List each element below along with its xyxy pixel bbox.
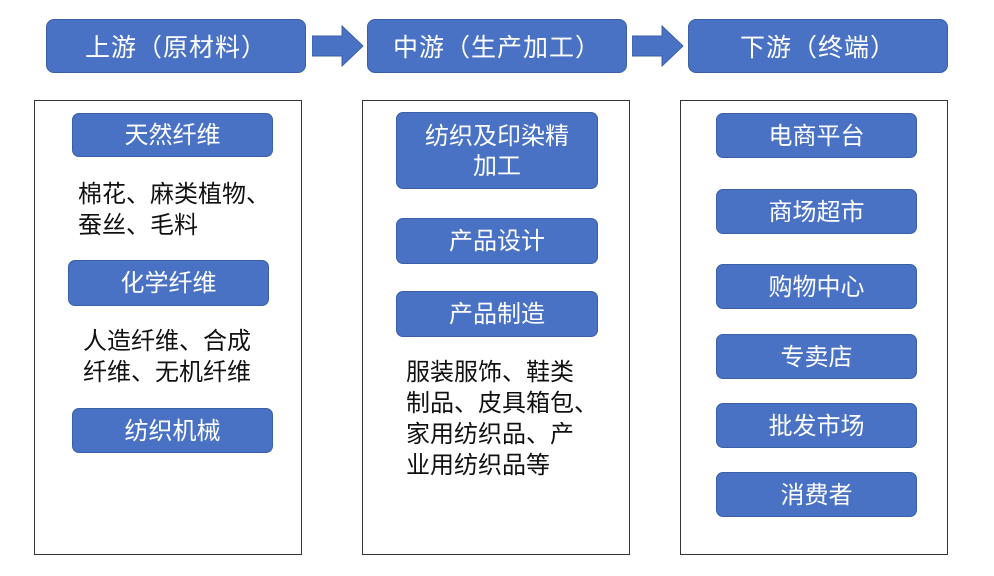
spinning-dyeing-box: 纺织及印染精 加工 <box>396 112 598 189</box>
stage-downstream-label: 下游（终端） <box>739 33 896 62</box>
wholesale-market-box: 批发市场 <box>716 403 917 448</box>
natural-fiber-label: 天然纤维 <box>124 121 221 149</box>
product-design-box: 产品设计 <box>396 218 598 264</box>
downstream-panel: 电商平台 商场超市 购物中心 专卖店 批发市场 消费者 <box>680 100 948 555</box>
description-line: 业用纺织品等 <box>406 451 550 479</box>
description-line: 人造纤维、合成 <box>83 327 251 355</box>
textile-machinery-box: 纺织机械 <box>72 408 273 453</box>
chemical-fiber-label: 化学纤维 <box>120 269 217 297</box>
arrow-right-icon <box>312 25 364 67</box>
product-design-label: 产品设计 <box>449 227 545 255</box>
consumer-box: 消费者 <box>716 472 917 517</box>
product-manufacturing-label: 产品制造 <box>449 300 545 328</box>
stage-upstream: 上游（原材料） <box>46 19 306 73</box>
downstream-item-label: 批发市场 <box>768 411 865 440</box>
description-line: 纤维、无机纤维 <box>83 358 251 386</box>
description-line: 家用纺织品、产 <box>406 420 574 448</box>
description-line: 棉花、麻类植物、 <box>78 180 270 208</box>
spinning-dyeing-label: 加工 <box>473 151 521 180</box>
midstream-panel: 纺织及印染精 加工 产品设计 产品制造 服装服饰、鞋类 制品、皮具箱包、 家用纺… <box>362 100 630 555</box>
textile-machinery-label: 纺织机械 <box>124 416 221 445</box>
description-line: 制品、皮具箱包、 <box>406 389 598 417</box>
ecommerce-platform-box: 电商平台 <box>716 113 917 158</box>
specialty-store-box: 专卖店 <box>716 334 917 379</box>
products-description: 服装服饰、鞋类 制品、皮具箱包、 家用纺织品、产 业用纺织品等 <box>406 357 598 481</box>
chemical-fiber-description: 人造纤维、合成 纤维、无机纤维 <box>83 326 251 388</box>
arrow-right-icon <box>632 25 684 67</box>
downstream-item-label: 购物中心 <box>768 272 865 301</box>
description-line: 蚕丝、毛料 <box>78 211 198 239</box>
natural-fiber-description: 棉花、麻类植物、 蚕丝、毛料 <box>78 179 270 241</box>
spinning-dyeing-label: 纺织及印染精 <box>425 121 569 150</box>
shopping-center-box: 购物中心 <box>716 264 917 309</box>
stage-downstream: 下游（终端） <box>688 19 948 73</box>
downstream-item-label: 专卖店 <box>780 342 853 371</box>
chemical-fiber-box: 化学纤维 <box>68 260 269 306</box>
stage-midstream: 中游（生产加工） <box>367 19 627 73</box>
product-manufacturing-box: 产品制造 <box>396 291 598 337</box>
downstream-item-label: 消费者 <box>780 480 853 509</box>
upstream-panel: 天然纤维 棉花、麻类植物、 蚕丝、毛料 化学纤维 人造纤维、合成 纤维、无机纤维… <box>34 100 302 555</box>
downstream-item-label: 电商平台 <box>768 121 865 150</box>
supermarket-box: 商场超市 <box>716 189 917 234</box>
stage-upstream-label: 上游（原材料） <box>84 33 267 62</box>
description-line: 服装服饰、鞋类 <box>406 358 574 386</box>
natural-fiber-box: 天然纤维 <box>72 113 273 157</box>
downstream-item-label: 商场超市 <box>768 197 865 226</box>
stage-midstream-label: 中游（生产加工） <box>392 33 601 62</box>
